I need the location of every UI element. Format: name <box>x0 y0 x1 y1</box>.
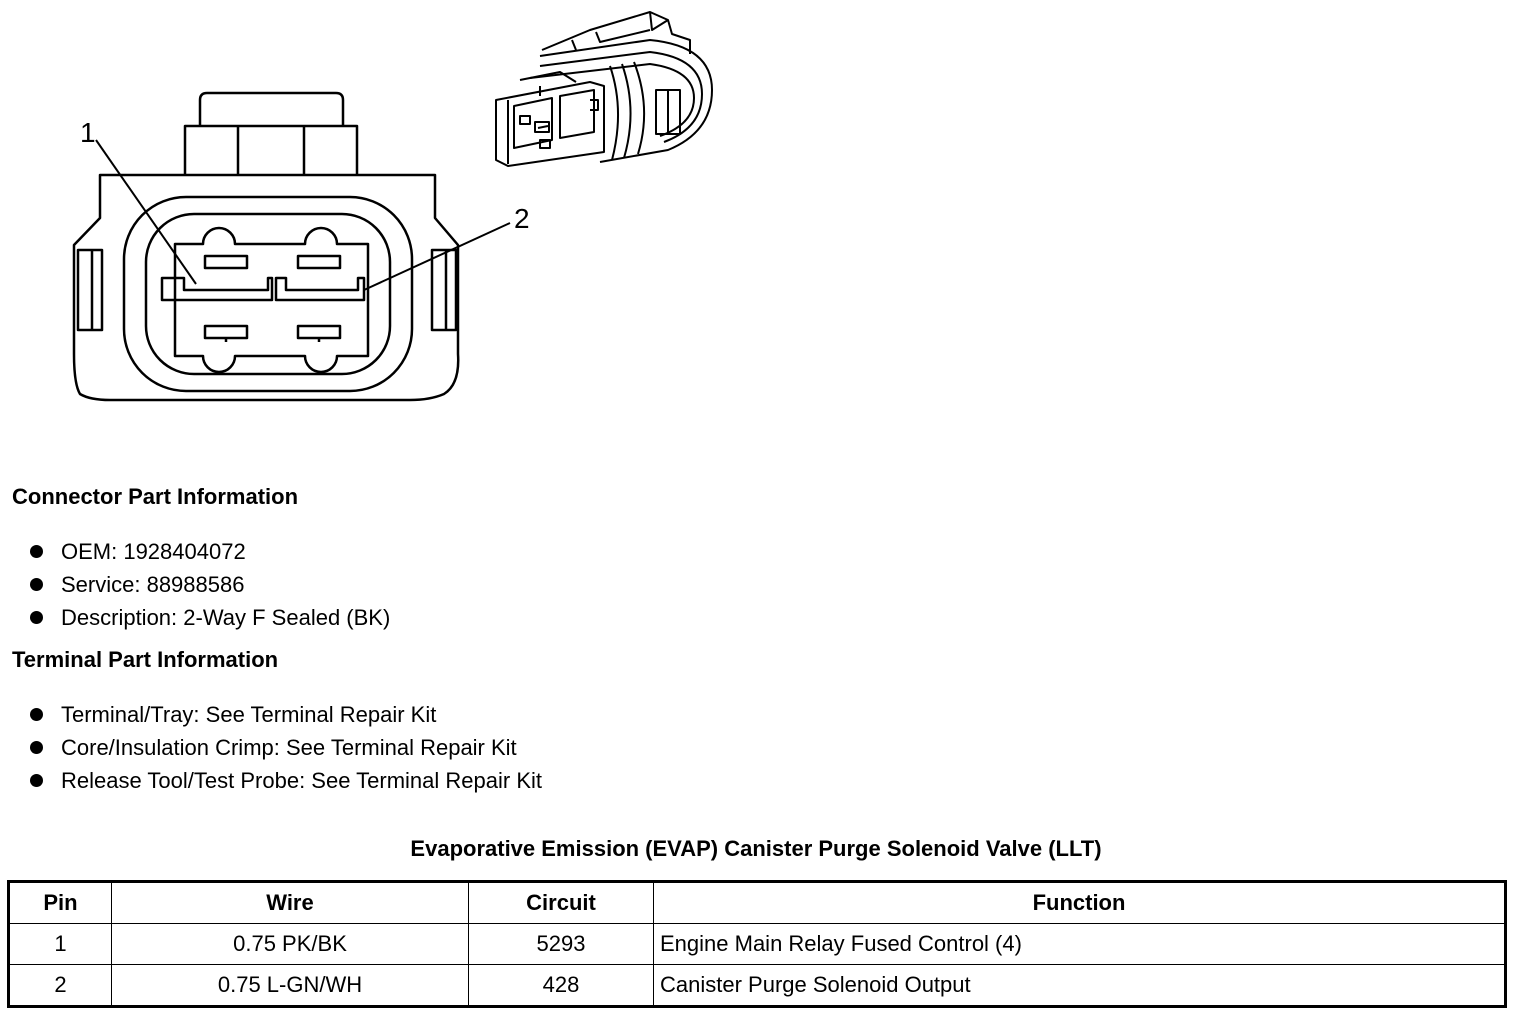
pin-2-callout: 2 <box>514 203 530 234</box>
bullet-icon <box>30 611 43 624</box>
column-header-circuit: Circuit <box>468 881 654 924</box>
function-cell: Engine Main Relay Fused Control (4) <box>653 923 1506 965</box>
bullet-icon <box>30 545 43 558</box>
wire-cell: 0.75 PK/BK <box>111 923 469 965</box>
column-header-pin: Pin <box>8 881 112 924</box>
function-cell: Canister Purge Solenoid Output <box>653 964 1506 1007</box>
connector-part-info-heading: Connector Part Information <box>12 484 299 509</box>
bullet-icon <box>30 774 43 787</box>
list-item: Release Tool/Test Probe: See Terminal Re… <box>30 764 542 797</box>
connector-face-diagram: 1 2 <box>72 91 530 402</box>
column-header-function: Function <box>653 881 1506 924</box>
pin-cell: 1 <box>8 923 112 965</box>
terminal-part-info-list: Terminal/Tray: See Terminal Repair Kit C… <box>30 698 542 797</box>
circuit-cell: 428 <box>468 964 654 1007</box>
connector-part-info-list: OEM: 1928404072 Service: 88988586 Descri… <box>30 535 390 634</box>
list-item: Terminal/Tray: See Terminal Repair Kit <box>30 698 542 731</box>
bullet-icon <box>30 578 43 591</box>
list-item: Service: 88988586 <box>30 568 390 601</box>
list-item: Core/Insulation Crimp: See Terminal Repa… <box>30 731 542 764</box>
table-row: 2 0.75 L-GN/WH 428 Canister Purge Soleno… <box>8 964 1506 1007</box>
bullet-icon <box>30 741 43 754</box>
pin-1-callout: 1 <box>80 117 96 148</box>
table-row: 1 0.75 PK/BK 5293 Engine Main Relay Fuse… <box>8 923 1506 965</box>
column-header-wire: Wire <box>111 881 469 924</box>
table-title: Evaporative Emission (EVAP) Canister Pur… <box>410 836 1102 861</box>
list-item: OEM: 1928404072 <box>30 535 390 568</box>
wire-cell: 0.75 L-GN/WH <box>111 964 469 1007</box>
bullet-icon <box>30 708 43 721</box>
list-item: Description: 2-Way F Sealed (BK) <box>30 601 390 634</box>
terminal-part-info-heading: Terminal Part Information <box>12 647 279 672</box>
circuit-cell: 5293 <box>468 923 654 965</box>
pinout-table: Pin Wire Circuit Function 1 0.75 PK/BK 5… <box>7 880 1507 1008</box>
pin-cell: 2 <box>8 964 112 1007</box>
connector-isometric-diagram <box>495 11 713 167</box>
table-header-row: Pin Wire Circuit Function <box>8 881 1506 924</box>
